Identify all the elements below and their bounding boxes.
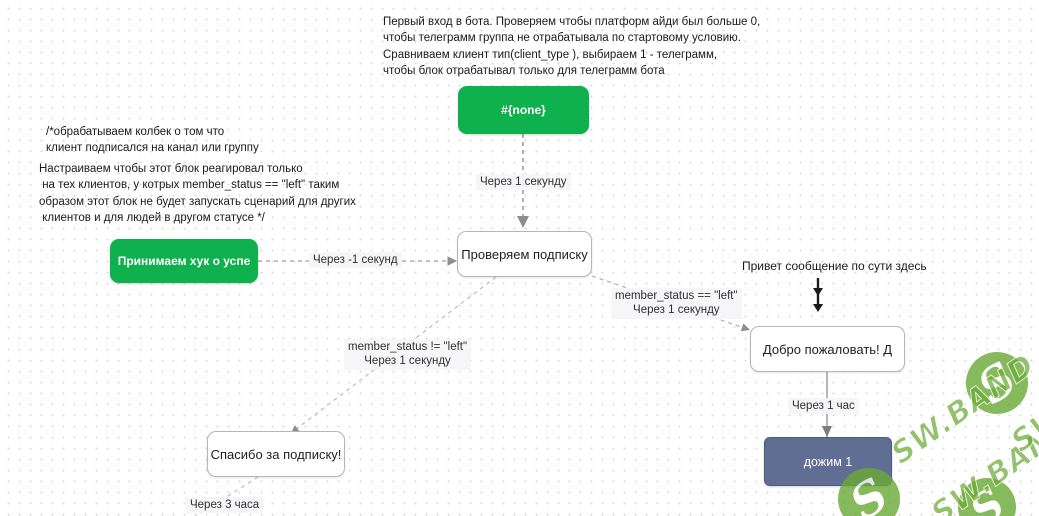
node-dozhim-1-label: дожим 1 <box>803 454 853 469</box>
node-check-subscription[interactable]: Проверяем подписку <box>457 231 592 277</box>
edge-label-thanks-out: Через 3 часа <box>186 497 264 514</box>
edge-label-check-to-thanks: member_status != "left" Через 1 секунду <box>344 339 472 370</box>
edge-label-hook-to-check: Через -1 секунд <box>309 252 402 269</box>
node-hook[interactable]: Принимаем хук о успе <box>110 239 258 283</box>
edge-label-start-to-check: Через 1 секунду <box>476 174 571 191</box>
node-start[interactable]: #{none} <box>458 86 589 134</box>
node-thanks[interactable]: Спасибо за подписку! <box>207 431 345 477</box>
node-thanks-label: Спасибо за подписку! <box>210 446 342 462</box>
node-welcome[interactable]: Добро пожаловать! Д <box>750 326 905 372</box>
note-left-part1: /*обрабатываем колбек о том что клиент п… <box>46 126 259 155</box>
note-top: Первый вход в бота. Проверяем чтобы плат… <box>383 16 761 77</box>
node-hook-label: Принимаем хук о успе <box>117 254 251 268</box>
node-check-subscription-label: Проверяем подписку <box>461 246 588 262</box>
node-dozhim-1[interactable]: дожим 1 <box>764 437 892 486</box>
note-left-part2: Настраиваем чтобы этот блок реагировал т… <box>39 163 356 224</box>
edge-label-welcome-to-dozhim: Через 1 час <box>788 398 859 415</box>
edge-label-check-to-welcome: member_status == "left" Через 1 секунду <box>611 288 742 319</box>
note-hello-message: Привет сообщение по сути здесь <box>742 259 927 273</box>
double-down-arrow-icon <box>813 278 823 312</box>
node-start-label: #{none} <box>501 103 546 117</box>
node-welcome-label: Добро пожаловать! Д <box>762 341 893 357</box>
